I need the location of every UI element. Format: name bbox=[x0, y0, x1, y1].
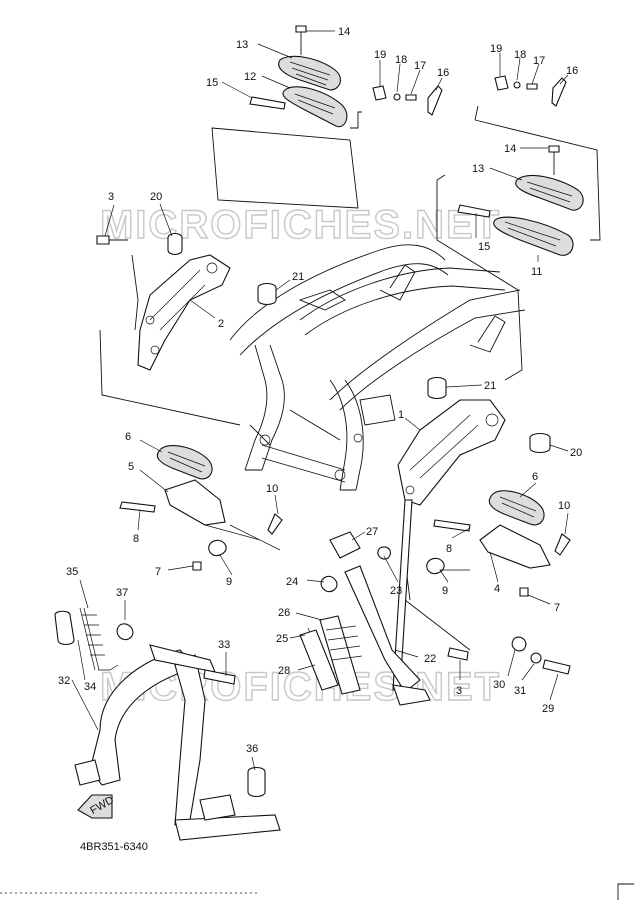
callout: 6 bbox=[532, 471, 538, 483]
right-rider-footrest bbox=[426, 490, 571, 597]
callout: 31 bbox=[514, 685, 526, 697]
callout: 29 bbox=[542, 703, 554, 715]
callout: 20 bbox=[150, 191, 162, 203]
callout: 13 bbox=[236, 39, 248, 51]
callout: 12 bbox=[244, 71, 256, 83]
corner-mark bbox=[617, 883, 634, 900]
center-stand bbox=[54, 607, 281, 841]
callout: 28 bbox=[278, 665, 290, 677]
diagram-code: 4BR351-6340 bbox=[80, 841, 148, 853]
sidestand bbox=[320, 499, 571, 706]
callout: 18 bbox=[514, 49, 526, 61]
callout: 14 bbox=[338, 26, 350, 38]
callout: 8 bbox=[446, 543, 452, 555]
callout: 19 bbox=[490, 43, 502, 55]
leader-lines bbox=[71, 30, 569, 771]
watermark-top: MICROFICHES.NET bbox=[100, 203, 501, 247]
callout: 8 bbox=[133, 533, 139, 545]
callout: 4 bbox=[494, 583, 500, 595]
sidestand-springs bbox=[299, 615, 363, 695]
callout: 21 bbox=[292, 271, 304, 283]
callout: 33 bbox=[218, 639, 230, 651]
callout: 10 bbox=[266, 483, 278, 495]
callout: 26 bbox=[278, 607, 290, 619]
fwd-arrow-icon: FWD bbox=[77, 794, 116, 819]
callout: 15 bbox=[478, 241, 490, 253]
callout: 21 bbox=[484, 380, 496, 392]
callout: 7 bbox=[155, 566, 161, 578]
callout: 6 bbox=[125, 431, 131, 443]
callout: 15 bbox=[206, 77, 218, 89]
left-footrest-bracket bbox=[96, 232, 277, 371]
callout: 24 bbox=[286, 576, 298, 588]
callout: 27 bbox=[366, 526, 378, 538]
left-rider-footrest bbox=[119, 445, 283, 571]
callout: 34 bbox=[84, 681, 96, 693]
callout: 3 bbox=[456, 685, 462, 697]
callout: 32 bbox=[58, 675, 70, 687]
callout: 1 bbox=[398, 409, 404, 421]
callout: 3 bbox=[108, 191, 114, 203]
callout: 22 bbox=[424, 653, 436, 665]
callout: 25 bbox=[276, 633, 288, 645]
callout: 20 bbox=[570, 447, 582, 459]
frame bbox=[229, 244, 526, 491]
callout: 19 bbox=[374, 49, 386, 61]
callout: 9 bbox=[226, 576, 232, 588]
right-footrest-bracket bbox=[397, 376, 551, 506]
callout: 23 bbox=[390, 585, 402, 597]
callout: 10 bbox=[558, 500, 570, 512]
callout: 16 bbox=[566, 65, 578, 77]
callout: 16 bbox=[437, 67, 449, 79]
callout: 30 bbox=[493, 679, 505, 691]
callout: 14 bbox=[504, 143, 516, 155]
callouts: 14 13 12 15 19 18 17 16 19 18 17 16 14 1… bbox=[58, 26, 582, 755]
callout: 11 bbox=[531, 266, 542, 278]
callout: 17 bbox=[533, 55, 545, 67]
callout: 17 bbox=[414, 60, 426, 72]
right-passenger-footrest bbox=[457, 75, 584, 256]
callout: 7 bbox=[554, 602, 560, 614]
callout: 18 bbox=[395, 54, 407, 66]
left-passenger-footrest bbox=[249, 25, 443, 128]
callout: 35 bbox=[66, 566, 78, 578]
callout: 37 bbox=[116, 587, 128, 599]
callout: 13 bbox=[472, 163, 484, 175]
callout: 2 bbox=[218, 318, 224, 330]
callout: 36 bbox=[246, 743, 258, 755]
callout: 9 bbox=[442, 585, 448, 597]
callout: 5 bbox=[128, 461, 134, 473]
